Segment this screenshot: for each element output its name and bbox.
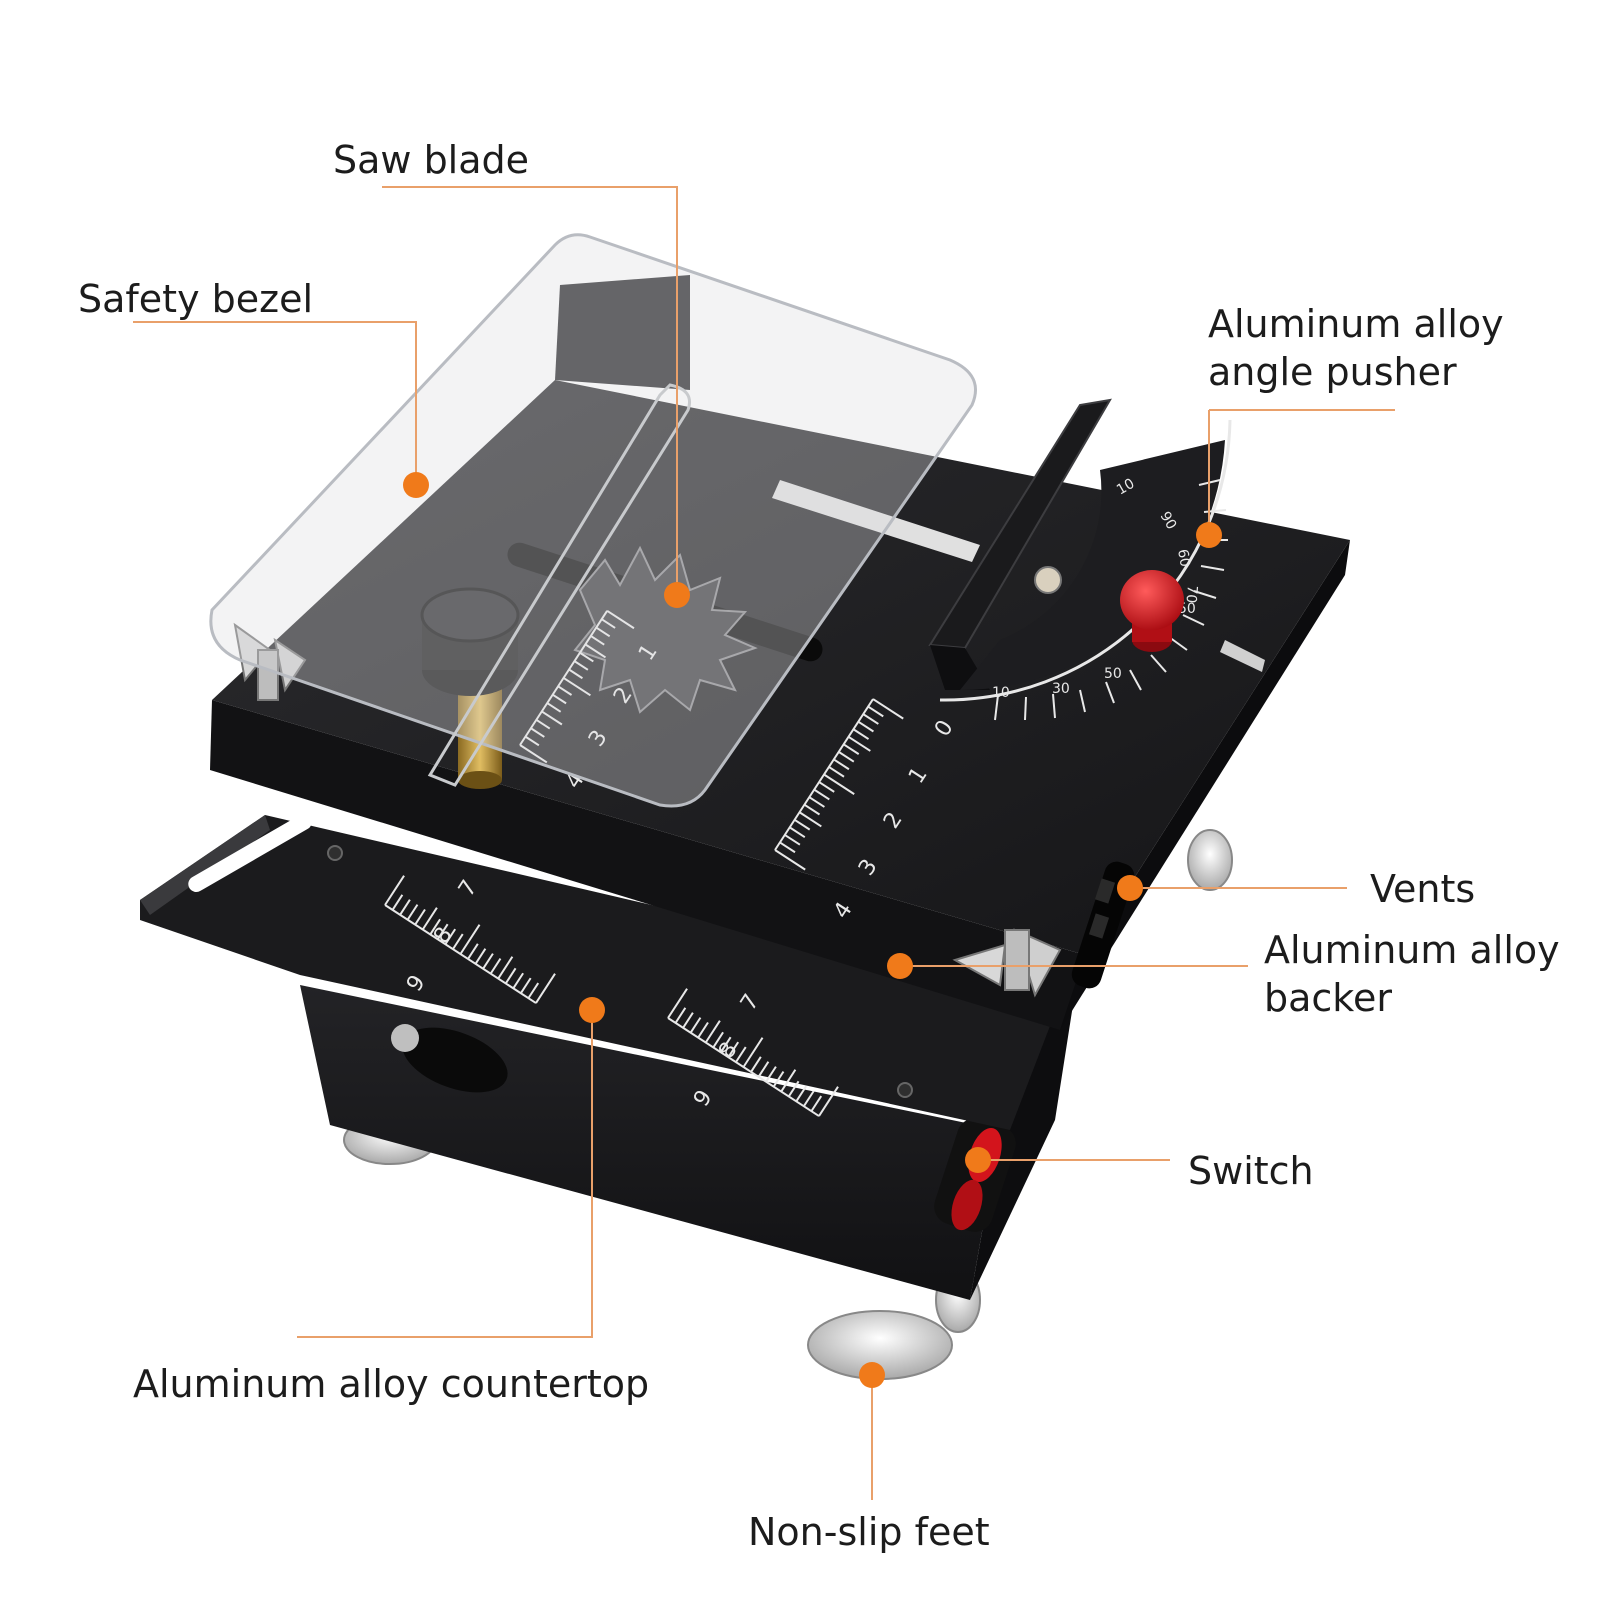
label-backer-line2: backer [1264, 976, 1392, 1020]
label-countertop: Aluminum alloy countertop [133, 1362, 650, 1406]
bezel-height-knob[interactable] [420, 587, 520, 789]
protractor-number: 60 [1174, 548, 1193, 568]
protractor-number: 90 [1157, 509, 1180, 532]
protractor-number: 50 [1104, 666, 1122, 682]
callout-dot-vents [1117, 875, 1143, 901]
callout-dot-feet [859, 1362, 885, 1388]
label-vents: Vents [1370, 867, 1476, 911]
front-mid-ruler [667, 988, 839, 1117]
protractor-number: 10 [1114, 476, 1137, 499]
right-top-ruler [774, 698, 904, 871]
label-safety-bezel: Safety bezel [78, 277, 314, 321]
aluminum-alloy-countertop [140, 814, 1060, 1130]
label-backer-line1: Aluminum alloy [1264, 928, 1560, 972]
callout-dot-backer [887, 953, 913, 979]
label-switch: Switch [1188, 1149, 1314, 1193]
leader-lines [133, 186, 1395, 1500]
front-left-ruler [384, 875, 556, 1004]
label-angle-pusher-line1: Aluminum alloy [1208, 302, 1504, 346]
callout-dots [403, 472, 1222, 1388]
protractor-number: 10 [992, 685, 1010, 701]
top-left-ruler [519, 609, 635, 764]
callout-dot-angle-pusher [1196, 522, 1222, 548]
motor-housing [300, 960, 1080, 1300]
label-saw-blade: Saw blade [333, 138, 530, 182]
aluminum-alloy-angle-pusher[interactable]: 10 30 50 70 50 10 90 60 70 [928, 398, 1265, 721]
protractor-number: 30 [1052, 681, 1070, 697]
table-top [210, 275, 1350, 1030]
callout-dot-countertop [579, 997, 605, 1023]
callout-dot-switch [965, 1147, 991, 1173]
saw-blade [573, 545, 758, 714]
label-non-slip-feet: Non-slip feet [748, 1510, 990, 1554]
callout-dot-saw-blade [664, 582, 690, 608]
label-angle-pusher: Aluminum alloy angle pusher [1208, 300, 1504, 396]
wing-nut-rear[interactable] [233, 622, 307, 701]
label-angle-pusher-line2: angle pusher [1208, 350, 1457, 394]
label-backer: Aluminum alloy backer [1264, 926, 1560, 1022]
protractor-number: 70 [1182, 585, 1199, 604]
callout-dot-safety-bezel [403, 472, 429, 498]
